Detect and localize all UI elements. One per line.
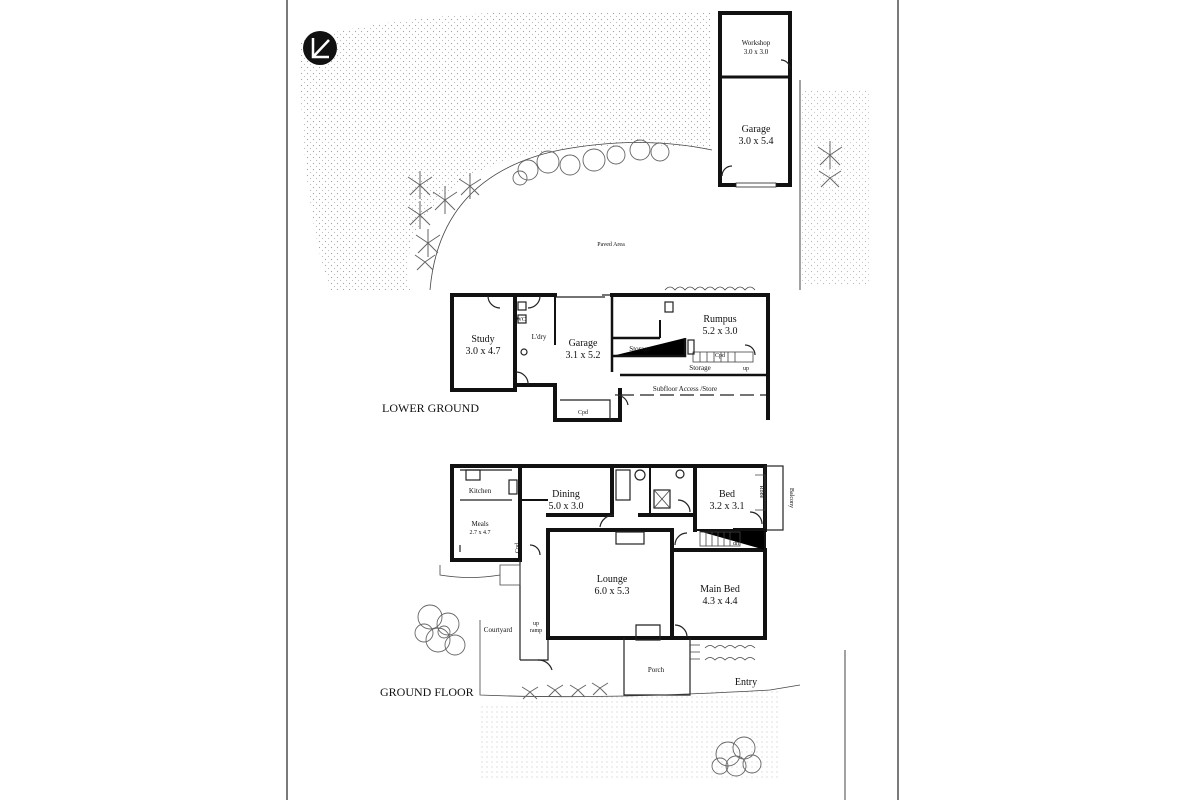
bed-label: Bed: [719, 489, 735, 500]
robe-label: Robe: [758, 486, 764, 499]
palm-cluster-left: [407, 171, 482, 271]
stairs-dn-label: dn: [733, 541, 739, 547]
lower-cpd-label: Cpd: [578, 410, 588, 416]
palm-row-bottom: [521, 682, 609, 700]
rumpus-cpd-label: Cpd: [715, 353, 725, 359]
ground-floor-plan: [439, 464, 846, 800]
shrub-cluster-top: [512, 139, 670, 186]
lower-garage-dims: 3.1 x 5.2: [566, 350, 601, 361]
outbuilding-garage-label: Garage: [742, 124, 771, 135]
meals-label: Meals: [471, 520, 488, 528]
courtyard-label: Courtyard: [484, 626, 513, 634]
wc-label: WC: [516, 317, 526, 323]
agency-logo-icon: [303, 31, 337, 65]
balcony-label: Balcony: [788, 488, 794, 508]
meals-dims: 2.7 x 4.7: [470, 530, 491, 536]
entry-label: Entry: [735, 677, 757, 688]
ground-cpd-label: Cpd: [515, 543, 521, 553]
subfloor-label: Subfloor Access /Store: [653, 385, 717, 393]
porch-label: Porch: [648, 666, 665, 674]
rumpus-label: Rumpus: [703, 314, 736, 325]
outbuilding: [718, 11, 792, 188]
palm-right: [817, 141, 843, 188]
lawn-bottom: [480, 690, 780, 780]
paved-area-label: Paved Area: [597, 242, 625, 248]
lounge-label: Lounge: [597, 574, 628, 585]
main-bed-label: Main Bed: [700, 584, 740, 595]
lower-garage-label: Garage: [569, 338, 598, 349]
bed-dims: 3.2 x 3.1: [710, 501, 745, 512]
lawn-top: [300, 11, 712, 290]
shrub-courtyard: [414, 604, 466, 656]
ramp-up-label: up: [533, 621, 539, 627]
workshop-label: Workshop: [742, 39, 771, 47]
shrub-bottom: [711, 736, 762, 777]
outbuilding-garage-dims: 3.0 x 5.4: [739, 136, 774, 147]
study-dims: 3.0 x 4.7: [466, 346, 501, 357]
lawn-right: [800, 90, 870, 285]
study-label: Study: [471, 334, 494, 345]
ldry-label: L'dry: [532, 333, 547, 341]
kitchen-label: Kitchen: [469, 487, 492, 495]
rumpus-dims: 5.2 x 3.0: [703, 326, 738, 337]
storage-label-1: Storage: [629, 345, 650, 353]
dining-label: Dining: [552, 489, 580, 500]
dining-dims: 5.0 x 3.0: [549, 501, 584, 512]
lower-ground-plan: [450, 286, 770, 422]
storage-label-2: Storage: [689, 364, 710, 372]
ground-floor-title: GROUND FLOOR: [380, 685, 474, 699]
main-bed-dims: 4.3 x 4.4: [703, 596, 738, 607]
workshop-dims: 3.0 x 3.0: [744, 48, 769, 56]
rumpus-up-label: up: [743, 366, 749, 372]
lower-ground-title: LOWER GROUND: [382, 401, 479, 415]
ramp-label: ramp: [530, 628, 542, 634]
lounge-dims: 6.0 x 5.3: [595, 586, 630, 597]
